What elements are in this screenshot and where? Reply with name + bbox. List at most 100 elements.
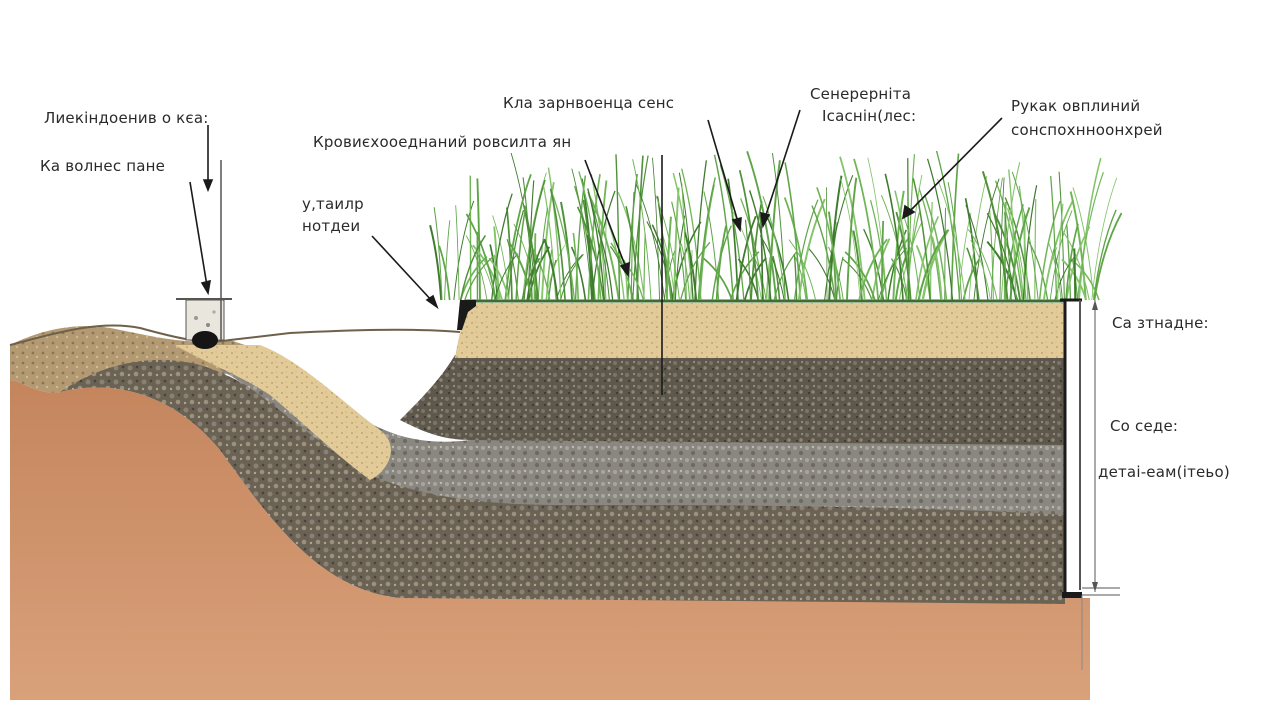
grass-blade: [515, 205, 527, 301]
grass-blade: [616, 252, 645, 301]
grass-blade: [713, 154, 734, 301]
label-center-top: Кла зарнвоенца сенс: [503, 94, 675, 112]
grass-blade: [587, 188, 606, 301]
grass-blade: [508, 241, 533, 301]
grass-blade: [1038, 200, 1061, 301]
grass-blade: [1065, 223, 1079, 301]
grass-blade: [905, 210, 921, 301]
grass-blade: [744, 219, 752, 301]
grass-blade: [590, 173, 607, 301]
grass-blade: [828, 175, 843, 301]
grass-blade: [788, 239, 817, 301]
grass-blade: [719, 164, 745, 301]
label-right-side-2: Со седе:: [1110, 417, 1179, 435]
grass-blade: [1093, 212, 1123, 301]
grass-blade: [994, 180, 1024, 301]
grass-blade: [472, 244, 503, 301]
mid-gravel-layer: [220, 345, 1065, 515]
grass-blade: [931, 236, 943, 301]
arrow-right-top: [901, 117, 1003, 220]
grass-blade: [570, 246, 587, 301]
grass-blade: [729, 251, 760, 301]
grass-blade: [1022, 185, 1038, 301]
grass-blade: [680, 243, 691, 301]
subsoil-layer: [10, 345, 1090, 700]
grass-blade: [750, 200, 763, 301]
grass-blade: [968, 175, 988, 301]
grass-blade: [615, 154, 621, 301]
grass-blade: [915, 216, 940, 301]
arrow-center-top: [707, 119, 742, 233]
grass-blade: [784, 162, 802, 301]
drain-marker: [176, 160, 232, 349]
grass-blade: [840, 178, 861, 301]
grass-blade: [543, 238, 559, 301]
grass-blade: [680, 241, 711, 301]
grass-blade: [429, 225, 443, 301]
leader-lines: [189, 109, 1003, 310]
arrow-center-right: [760, 109, 801, 229]
depth-frame: [1060, 298, 1120, 670]
arrow-top-left: [202, 125, 214, 193]
grass-blade: [929, 201, 933, 301]
grass-blade: [574, 175, 587, 301]
grass-blade: [842, 258, 873, 301]
grass-blade: [1004, 212, 1012, 301]
grass-blade: [816, 187, 842, 301]
grass-blade: [771, 152, 786, 301]
grass-blade: [986, 212, 1017, 301]
grass-blade: [999, 177, 1005, 301]
grass-blade: [1000, 162, 1021, 301]
grass-blade: [703, 191, 720, 301]
grass-blade: [846, 177, 858, 301]
grass-blade: [759, 214, 764, 301]
label-middle-left: Кровиєхооеднаний ровсилта ян: [313, 133, 572, 151]
grass-blade: [1011, 171, 1039, 301]
grass-blade: [967, 229, 998, 301]
grass-blade: [455, 205, 460, 301]
grass-blade: [912, 178, 931, 301]
grass-blade: [1062, 230, 1090, 301]
label-right-top-1: Рукак овплиний: [1011, 97, 1141, 115]
grass-blade: [839, 156, 866, 301]
grass-blade: [1034, 199, 1037, 301]
grass-blade: [811, 205, 836, 301]
arrow-middle-left: [584, 159, 630, 278]
arrow-left-panel: [189, 181, 211, 296]
grass-blade: [571, 168, 593, 301]
grass-blade: [793, 199, 819, 301]
grass-blade: [572, 232, 580, 301]
grass-blade: [808, 248, 836, 301]
grass-blade: [1057, 203, 1064, 301]
label-small-line-1: у,таилр: [302, 195, 364, 213]
grass-blade: [673, 187, 680, 301]
grass-blade: [521, 257, 541, 301]
grass-blade: [522, 172, 547, 301]
grass-blade: [683, 232, 698, 301]
grass-blade: [735, 215, 757, 301]
label-right-side-1: Са зтнадне:: [1112, 314, 1209, 332]
label-top-left: Лиекіндоенив о кєа:: [44, 109, 209, 127]
grass-blade: [494, 253, 519, 301]
grass-blade: [966, 247, 980, 301]
grass-blade: [973, 178, 1000, 301]
grass-blade: [1078, 157, 1102, 301]
sand-wedge: [175, 345, 391, 480]
grass-blade: [547, 167, 562, 301]
grass-blade: [1004, 197, 1031, 301]
grass-blade: [588, 194, 620, 301]
grass-blade: [895, 211, 912, 301]
label-center-right-1: Сенерерніта: [810, 85, 912, 103]
grass-blade: [950, 153, 960, 301]
dark-gravel-layer: [400, 355, 1065, 445]
grass-blade: [459, 235, 487, 301]
grass-blade: [1008, 169, 1017, 301]
lawn-curb: [457, 300, 476, 330]
grass-blade: [1061, 258, 1088, 301]
grass-blade: [772, 255, 781, 301]
grass-blade: [744, 257, 767, 301]
grass-blade: [853, 158, 880, 301]
grass-blade: [826, 187, 828, 301]
grass-blade: [1066, 224, 1072, 301]
